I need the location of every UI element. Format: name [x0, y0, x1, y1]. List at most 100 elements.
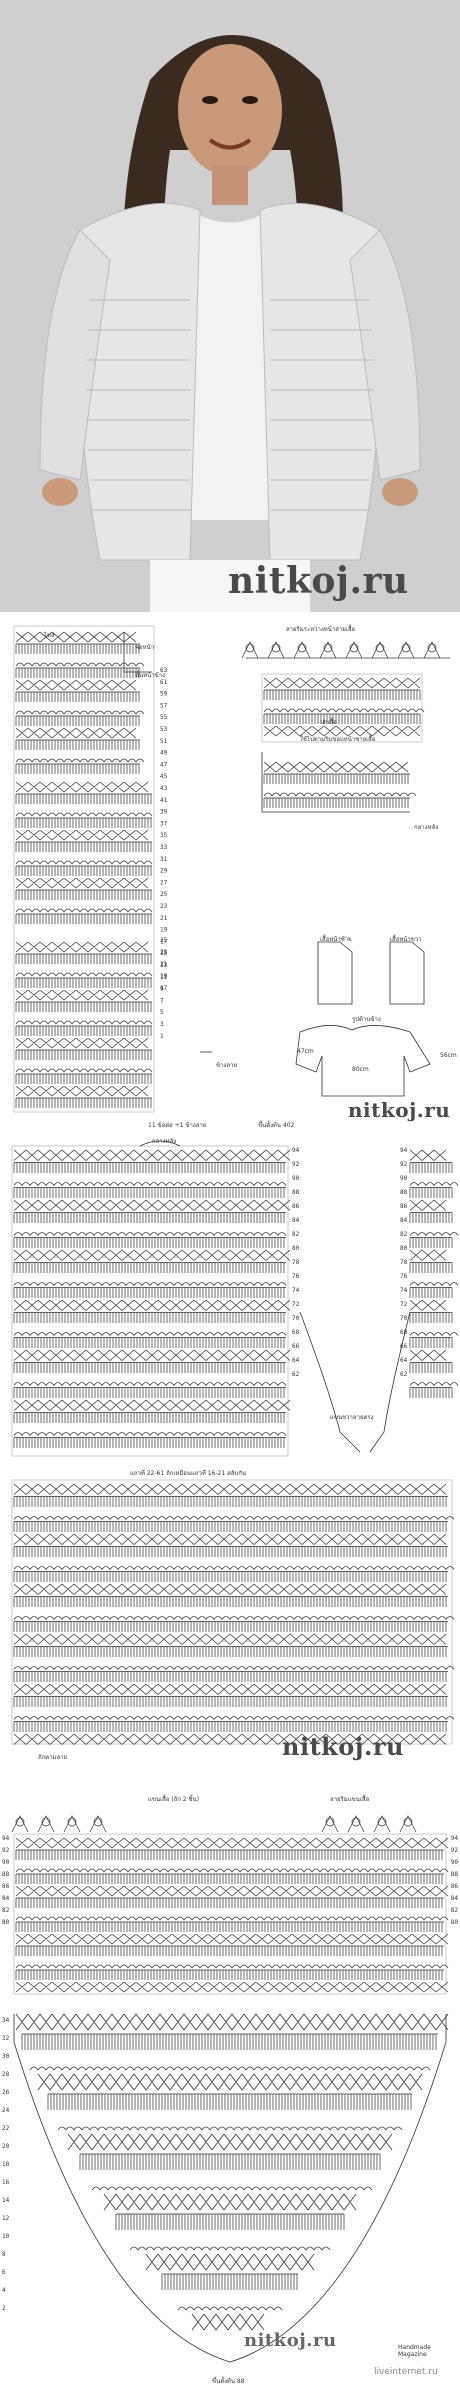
magazine-credit: Handmade Magazine [398, 2344, 431, 2358]
stitch-row-vertical [13, 1287, 286, 1298]
lace-fan [321, 1815, 339, 1833]
row-number: 59 [160, 691, 168, 698]
stitch-marks [15, 1037, 149, 1049]
stitch-marks [13, 1583, 447, 1595]
stitch-row-vertical [15, 763, 140, 774]
row-number: 5 [160, 1009, 164, 1016]
stitch-marks [13, 1683, 447, 1695]
stitch-row-crossed [13, 1533, 447, 1545]
stitch-marks [409, 1312, 453, 1323]
lace-picot [15, 1817, 25, 1827]
stitch-row-crossed [103, 2193, 357, 2211]
stitch-marks [409, 1362, 453, 1373]
stitch-marks [409, 1299, 447, 1311]
stitch-row-arches [57, 2126, 403, 2131]
stitch-marks [13, 1412, 286, 1423]
stitch-marks [13, 1382, 287, 1387]
stitch-row-vertical [15, 1873, 444, 1884]
stitch-marks [15, 1885, 449, 1897]
neck-shaping-line [123, 632, 152, 673]
row-number: 88 [2, 1871, 10, 1878]
stitch-row-arches [13, 1332, 287, 1337]
stitch-row-vertical [13, 1571, 448, 1582]
row-number: 88 [292, 1189, 300, 1196]
stitch-marks [15, 1025, 152, 1036]
lace-picot [375, 643, 385, 653]
stitch-row-arches [13, 1282, 287, 1287]
row-number: 61 [160, 679, 168, 686]
stitch-row-arches [13, 1382, 287, 1387]
stitch-marks [13, 1516, 455, 1521]
stitch-row-crossed [145, 2253, 315, 2271]
stitch-marks [91, 2186, 373, 2191]
garment-schematic [295, 941, 431, 1097]
stitch-row-arches [409, 1182, 459, 1187]
row-number: 90 [400, 1175, 408, 1182]
stitch-marks [15, 989, 149, 1001]
row-number: 82 [2, 1907, 10, 1914]
front-neck-label: คอหน้า [135, 644, 155, 651]
stitch-marks [409, 1149, 447, 1161]
stitch-row-crossed [15, 1837, 449, 1849]
stitch-row-vertical [15, 953, 152, 964]
lace-fan [371, 641, 389, 659]
row-number: 92 [451, 1847, 459, 1854]
row-number: 76 [292, 1273, 300, 1280]
stitch-row-crossed [409, 1149, 447, 1161]
row-number: 92 [292, 1161, 300, 1168]
left-side-label: ข้างลาย [216, 1062, 237, 1069]
stitch-marks [15, 739, 140, 750]
row-number: 78 [400, 1259, 408, 1266]
stitch-marks [15, 662, 145, 667]
stitch-marks [15, 1097, 152, 1108]
stitch-row-arches [15, 710, 145, 715]
stitch-marks [13, 1237, 286, 1248]
row-number: 86 [292, 1203, 300, 1210]
stitch-marks [15, 679, 137, 691]
stitch-row-arches [13, 1182, 287, 1187]
stitch-row-vertical [409, 1262, 453, 1273]
lace-picot [377, 1817, 387, 1827]
stitch-row-vertical [409, 1237, 453, 1248]
stitch-marks [13, 1162, 286, 1173]
watermark-text-4: nitkoj.ru [244, 2330, 337, 2351]
follow-pattern-label: ถักตามลาย [38, 1754, 68, 1761]
lace-fan [63, 1815, 81, 1833]
stitch-row-crossed [263, 725, 421, 737]
lace-fan [319, 641, 337, 659]
stitch-row-arches [409, 1332, 459, 1337]
stitch-row-crossed [15, 679, 137, 691]
stitch-row-vertical [409, 1312, 453, 1323]
stitch-marks [15, 1073, 152, 1084]
stitch-row-vertical [13, 1262, 286, 1273]
stitch-row-arches [13, 1716, 455, 1721]
row-number: 84 [400, 1217, 408, 1224]
stitch-marks [13, 1212, 286, 1223]
stitch-row-vertical [15, 1097, 152, 1108]
stitch-row-vertical [15, 1073, 152, 1084]
stitch-marks [409, 1387, 453, 1398]
row-number: 41 [160, 797, 168, 804]
row-number: 28 [2, 2071, 10, 2078]
stitch-row-vertical [15, 643, 140, 654]
row-number: 90 [292, 1175, 300, 1182]
stitch-marks [409, 1232, 459, 1237]
lace-picot [41, 1817, 51, 1827]
stitch-marks [13, 1616, 455, 1621]
stitch-marks [13, 1387, 286, 1398]
sleeve-title: แขนเสื้อ (ถัก 2 ชิ้น) [148, 1796, 200, 1803]
row-number: 19 [160, 973, 168, 980]
lace-fan [399, 1815, 417, 1833]
stitch-marks [409, 1262, 453, 1273]
stitch-marks [15, 1873, 444, 1884]
stitch-marks [15, 1921, 444, 1932]
row-number: 7 [160, 997, 164, 1004]
row-number: 12 [2, 2215, 10, 2222]
stitch-row-vertical [161, 2273, 298, 2290]
lace-fan [267, 641, 285, 659]
stitch-marks [263, 773, 410, 784]
stitch-marks [13, 1716, 455, 1721]
stitch-row-arches [13, 1566, 455, 1571]
stitch-marks [15, 941, 149, 953]
stitch-marks [263, 797, 410, 808]
